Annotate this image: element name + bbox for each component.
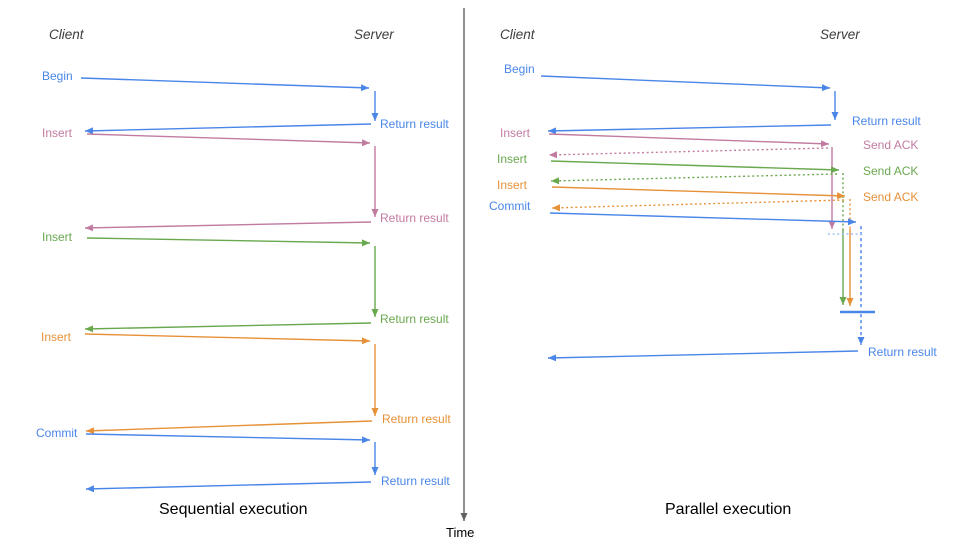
seq-insert3-return-label: Return result — [382, 412, 451, 426]
par-insert1-ack-label: Send ACK — [863, 138, 919, 152]
par-begin-label: Begin — [504, 62, 535, 76]
seq-insert1-response-line — [84, 221, 372, 232]
seq-insert3-request-line — [84, 333, 371, 345]
seq-insert2-label: Insert — [42, 230, 73, 244]
par-insert2-request-line — [550, 160, 840, 174]
par-insert2-ack-line — [550, 173, 838, 185]
seq-insert1-return-label: Return result — [380, 211, 449, 225]
par-client-header: Client — [500, 27, 535, 42]
seq-server-header: Server — [354, 27, 394, 42]
seq-insert2-response-line — [84, 322, 372, 333]
par-insert1-label: Insert — [500, 126, 531, 140]
par-insert2-label: Insert — [497, 152, 528, 166]
seq-begin-request-line — [80, 77, 370, 92]
sequential-diagram-lines — [80, 77, 379, 493]
par-commit-response-line — [547, 350, 859, 362]
seq-begin-return-label: Return result — [380, 117, 449, 131]
seq-begin-label: Begin — [42, 69, 73, 83]
seq-commit-return-label: Return result — [381, 474, 450, 488]
par-insert3-ack-line — [551, 199, 845, 212]
seq-insert2-return-label: Return result — [380, 312, 449, 326]
par-insert3-ack-label: Send ACK — [863, 190, 919, 204]
par-begin-response-line — [547, 124, 832, 135]
par-commit-label: Commit — [489, 199, 531, 213]
seq-commit-label: Commit — [36, 426, 78, 440]
par-insert3-label: Insert — [497, 178, 528, 192]
par-commit-request-line — [549, 212, 857, 226]
seq-insert1-label: Insert — [42, 126, 73, 140]
parallel-caption: Parallel execution — [665, 501, 792, 518]
par-insert1-request-line — [548, 133, 830, 148]
seq-insert1-request-line — [86, 133, 371, 147]
par-insert2-ack-label: Send ACK — [863, 164, 919, 178]
time-axis-label: Time — [446, 525, 475, 540]
par-begin-return-label: Return result — [852, 114, 921, 128]
par-insert1-ack-line — [548, 147, 829, 159]
parallel-diagram-lines — [540, 75, 875, 362]
sequential-caption: Sequential execution — [159, 501, 308, 518]
par-server-header: Server — [820, 27, 860, 42]
seq-client-header: Client — [49, 27, 84, 42]
seq-insert3-response-line — [85, 420, 373, 435]
seq-commit-response-line — [85, 481, 372, 493]
par-insert3-request-line — [551, 186, 846, 200]
seq-begin-response-line — [84, 123, 372, 135]
par-begin-request-line — [540, 75, 831, 92]
seq-insert3-label: Insert — [41, 330, 72, 344]
par-commit-return-label: Return result — [868, 345, 937, 359]
seq-commit-request-line — [85, 433, 371, 444]
seq-insert2-request-line — [86, 237, 371, 247]
